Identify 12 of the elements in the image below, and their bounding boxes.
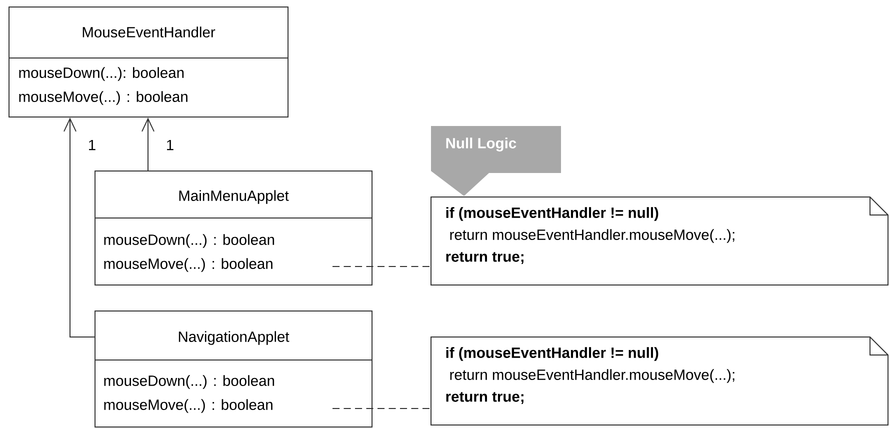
class-box: NavigationApplet mouseDown(...) : boolean mouseMove(...) : boolean — [94, 310, 373, 428]
note-box: if (mouseEventHandler != null) return mouseEventHandler.mouseMove(...); return true; — [430, 196, 888, 286]
note-box: if (mouseEventHandler != null) return mouseEventHandler.mouseMove(...); return true; — [430, 336, 888, 426]
arrow — [142, 118, 154, 171]
callout-label: Null Logic — [431, 126, 561, 196]
connector-line — [332, 266, 432, 267]
class-box: MainMenuApplet mouseDown(...) : boolean mouseMove(...) : boolean — [94, 170, 373, 286]
connector-line — [332, 408, 432, 409]
edge-label: 1 — [167, 140, 174, 150]
class-box: MouseEventHandler mouseDown(...): boolean mouseMove(...) : boolean — [8, 6, 289, 118]
arrow — [64, 118, 96, 338]
edge-label: 1 — [89, 140, 96, 150]
